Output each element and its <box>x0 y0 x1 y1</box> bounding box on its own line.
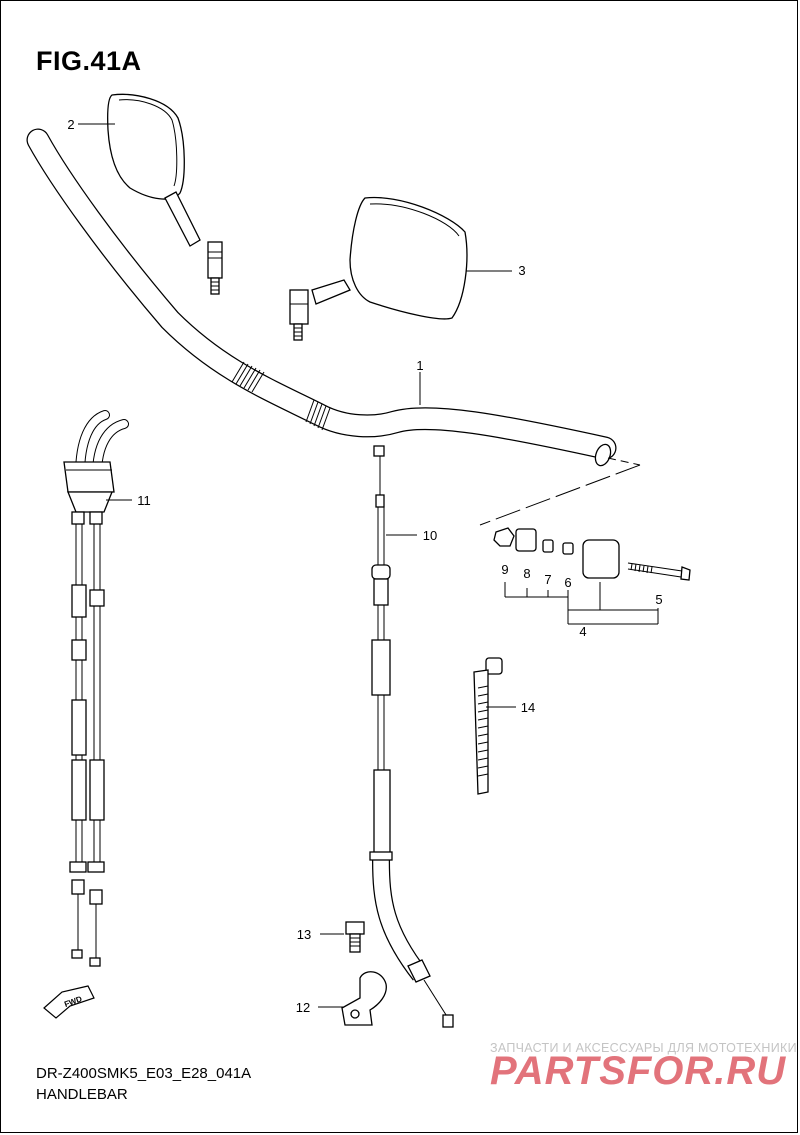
callout-14: 14 <box>521 700 535 715</box>
callout-11: 11 <box>137 493 151 508</box>
balancer-weight-part[interactable] <box>582 539 620 579</box>
weight-part-8[interactable] <box>515 528 537 552</box>
cable-clamp-part[interactable] <box>341 971 387 1026</box>
figure-title: FIG.41A <box>36 46 142 76</box>
watermark-logo: PARTSFOR.RU <box>490 1049 786 1093</box>
washer-part-7[interactable] <box>542 539 554 553</box>
callout-9: 9 <box>501 562 508 577</box>
spacer-part-6[interactable] <box>562 542 574 555</box>
callout-4: 4 <box>579 624 586 639</box>
handlebar-part[interactable] <box>26 128 617 468</box>
throttle-cable-part[interactable] <box>63 410 129 967</box>
watermark-tagline: ЗАПЧАСТИ И АКСЕССУАРЫ ДЛЯ МОТОТЕХНИКИ <box>490 1041 797 1055</box>
callout-5: 5 <box>655 592 662 607</box>
callout-8: 8 <box>523 566 530 581</box>
knurl-band-left <box>231 361 265 393</box>
callout-10: 10 <box>423 528 437 543</box>
callout-1: 1 <box>416 358 423 373</box>
cable-tie-part[interactable] <box>473 657 503 795</box>
leader-lines <box>78 123 516 1008</box>
left-mirror-part[interactable] <box>106 93 223 295</box>
clamp-bolt-part[interactable] <box>345 921 365 953</box>
fwd-arrow-icon: FWD <box>43 985 95 1019</box>
assembly-bracket <box>504 582 659 625</box>
callout-7: 7 <box>544 572 551 587</box>
callout-3: 3 <box>518 263 525 278</box>
model-code: DR-Z400SMK5_E03_E28_041A <box>36 1065 252 1082</box>
clutch-cable-part[interactable] <box>369 445 454 1028</box>
callout-13: 13 <box>297 927 311 942</box>
knurl-band-right <box>305 399 331 431</box>
watermark-brand: PARTSFOR.RU <box>490 1049 786 1093</box>
section-name: HANDLEBAR <box>36 1086 128 1103</box>
right-mirror-part[interactable] <box>289 196 468 341</box>
callout-12: 12 <box>296 1000 310 1015</box>
nut-part-9[interactable] <box>493 527 515 547</box>
callout-6: 6 <box>564 575 571 590</box>
bolt-part-5[interactable] <box>627 562 691 581</box>
callout-2: 2 <box>67 117 74 132</box>
